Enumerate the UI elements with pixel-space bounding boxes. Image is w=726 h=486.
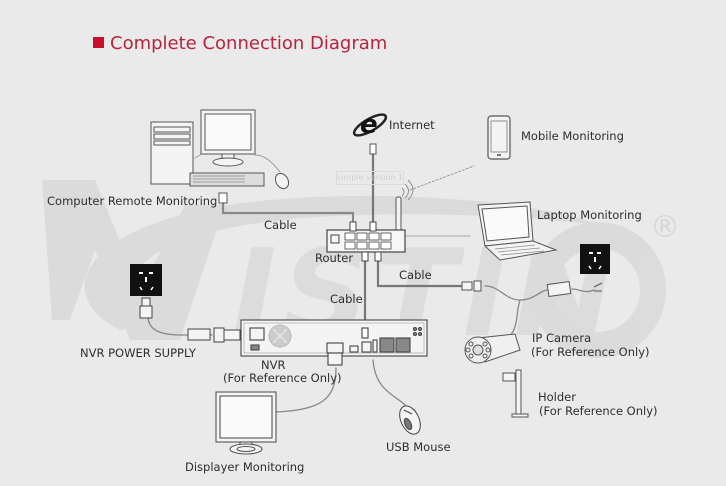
pc-mouse: [274, 172, 290, 190]
registered-mark: ®: [650, 210, 680, 245]
label-internet: Internet: [389, 118, 435, 132]
label-cable-camera: Cable: [399, 268, 432, 282]
label-nvr-note: (For Reference Only): [223, 371, 342, 385]
monitor-icon: [215, 391, 277, 455]
nvr-recorder-icon: [240, 319, 428, 366]
watermark-badge: simple version 1: [336, 171, 404, 185]
camera-bracket-icon: [502, 369, 529, 418]
pc-keyboard: [189, 172, 265, 187]
label-holder-note: (For Reference Only): [539, 404, 658, 418]
title-text: Complete Connection Diagram: [110, 33, 388, 54]
cable-router-camera: [376, 252, 464, 288]
label-laptop-monitoring: Laptop Monitoring: [537, 208, 642, 222]
label-mobile-monitoring: Mobile Monitoring: [521, 129, 624, 143]
camera-power-adapter-icon: [461, 280, 603, 298]
label-nvr: NVR: [261, 358, 286, 372]
wifi-link-mobile: [409, 165, 475, 191]
label-usb-mouse: USB Mouse: [386, 440, 451, 454]
page-title: Complete Connection Diagram: [93, 33, 387, 54]
label-cable-nvr: Cable: [330, 292, 363, 306]
label-cable-computer: Cable: [264, 218, 297, 232]
router-icon: [326, 179, 414, 262]
laptop-icon: [477, 201, 558, 261]
smartphone-icon: [487, 115, 511, 160]
internet-explorer-icon: e: [352, 110, 388, 140]
computer-plug-icon: [218, 192, 228, 204]
desktop-computer-icon: [150, 109, 290, 190]
title-bullet-icon: [93, 37, 104, 48]
bullet-camera-icon: [464, 333, 521, 364]
internet-plug-icon: [369, 143, 377, 155]
watermark-letter-o: [530, 222, 666, 358]
label-router: Router: [315, 251, 354, 265]
cable-nvr-mouse: [372, 359, 406, 406]
label-nvr-power-supply: NVR POWER SUPPLY: [80, 346, 196, 360]
cable-adapter-plug: [571, 288, 595, 293]
label-computer-remote-monitoring: Computer Remote Monitoring: [47, 194, 218, 208]
cable-nvr-display: [275, 367, 337, 413]
svg-text:e: e: [360, 110, 378, 140]
label-ip-camera-note: (For Reference Only): [531, 345, 650, 359]
nvr-power-outlet-icon: [130, 264, 241, 343]
label-displayer-monitoring: Displayer Monitoring: [185, 460, 305, 474]
watermark-letter-w: [42, 180, 225, 340]
cable-computer-router: [221, 196, 355, 227]
mouse-icon: [399, 405, 421, 435]
cables: [147, 145, 595, 413]
label-holder: Holder: [538, 390, 576, 404]
label-ip-camera: IP Camera: [532, 331, 592, 345]
power-outlet-icon: [580, 244, 610, 274]
